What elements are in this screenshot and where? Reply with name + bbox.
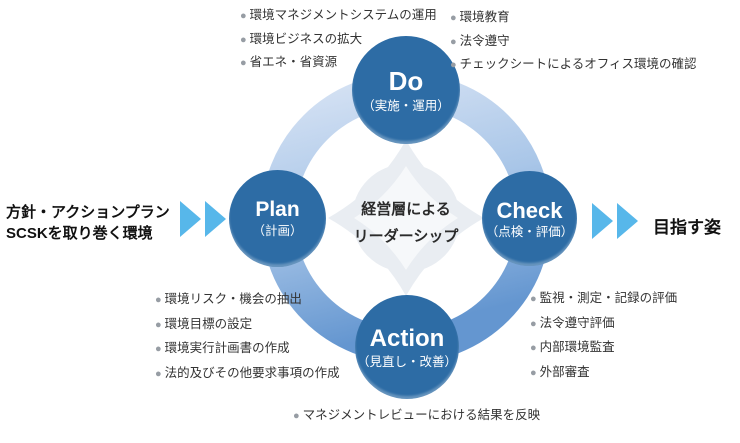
list-item: ●省エネ・省資源	[240, 51, 437, 75]
list-item: ●環境目標の設定	[155, 313, 340, 338]
leadership-compass-icon	[328, 140, 484, 296]
bullet-icon: ●	[530, 293, 537, 305]
list-item-text: 環境マネジメントシステムの運用	[249, 8, 437, 22]
list-item: ●内部環境監査	[530, 336, 677, 361]
bullet-icon: ●	[240, 57, 247, 69]
bullet-icon: ●	[240, 10, 247, 22]
list-item: ●環境実行計画書の作成	[155, 337, 340, 362]
list-item-text: マネジメントレビューにおける結果を反映	[302, 408, 541, 422]
bullet-icon: ●	[450, 59, 457, 71]
arrow-right-icon	[592, 203, 613, 239]
list-item: ●外部審査	[530, 361, 677, 386]
node-action-sublabel: （見直し・改善）	[356, 354, 457, 369]
list-item: ●法令遵守評価	[530, 312, 677, 337]
center-leadership-line2: リーダーシップ	[353, 228, 459, 245]
arrow-right-icon	[180, 201, 201, 237]
bullet-icon: ●	[450, 35, 457, 48]
check-items-list: ●監視・測定・記録の評価 ●法令遵守評価 ●内部環境監査 ●外部審査	[530, 287, 677, 385]
bullet-icon: ●	[155, 367, 162, 380]
node-do-label: Do	[388, 65, 424, 96]
node-do-sublabel: （実施・運用）	[362, 98, 450, 113]
list-item-text: 監視・測定・記録の評価	[539, 291, 678, 305]
bullet-icon: ●	[155, 343, 162, 355]
bullet-icon: ●	[530, 342, 537, 354]
list-item-text: 法的及びその他要求事項の作成	[164, 365, 340, 380]
list-item-text: 省エネ・省資源	[249, 55, 338, 69]
list-item: ●監視・測定・記録の評価	[530, 287, 677, 312]
input-label-line2: SCSKを取り巻く環境	[6, 225, 153, 242]
list-item-text: 環境教育	[459, 10, 510, 24]
center-leadership-line1: 経営層による	[361, 201, 451, 218]
list-item: ●環境教育	[450, 6, 697, 30]
pdca-node-do: Do （実施・運用）	[352, 36, 460, 144]
list-item-text: 環境目標の設定	[164, 316, 253, 331]
list-item-text: 外部審査	[539, 364, 590, 379]
list-item-text: 環境ビジネスの拡大	[249, 31, 363, 46]
bullet-icon: ●	[530, 317, 537, 330]
list-item-text: 環境リスク・機会の抽出	[164, 292, 302, 306]
node-plan-label: Plan	[255, 198, 300, 222]
node-check-sublabel: （点検・評価）	[485, 224, 574, 239]
list-item: ●環境マネジメントシステムの運用	[240, 4, 437, 28]
bullet-icon: ●	[450, 12, 457, 24]
pdca-node-plan: Plan （計画）	[229, 170, 326, 267]
list-item: ●法的及びその他要求事項の作成	[155, 362, 340, 387]
input-label-line1: 方針・アクションプラン	[6, 204, 170, 221]
list-item: ●チェックシートによるオフィス環境の確認	[450, 53, 697, 77]
list-item-text: 法令遵守	[459, 33, 510, 48]
do-items-right-list: ●環境教育 ●法令遵守 ●チェックシートによるオフィス環境の確認	[450, 6, 697, 77]
input-label: 方針・アクションプラン SCSKを取り巻く環境	[6, 202, 170, 244]
list-item-text: 内部環境監査	[539, 340, 615, 354]
center-leadership-label: 経営層による リーダーシップ	[354, 196, 459, 250]
list-item: ●環境ビジネスの拡大	[240, 28, 437, 52]
list-item-text: 法令遵守評価	[539, 315, 615, 330]
arrow-right-icon	[205, 201, 226, 237]
plan-items-list: ●環境リスク・機会の抽出 ●環境目標の設定 ●環境実行計画書の作成 ●法的及びそ…	[155, 288, 340, 386]
node-plan-sublabel: （計画）	[252, 224, 303, 239]
bullet-icon: ●	[530, 366, 537, 379]
pdca-node-check: Check （点検・評価）	[482, 171, 577, 266]
list-item-text: チェックシートによるオフィス環境の確認	[459, 57, 697, 71]
list-item-text: 環境実行計画書の作成	[164, 341, 290, 355]
list-item: ●環境リスク・機会の抽出	[155, 288, 340, 313]
action-items-list: ●マネジメントレビューにおける結果を反映	[293, 404, 540, 428]
node-action-label: Action	[369, 325, 445, 353]
arrow-right-icon	[617, 203, 638, 239]
goal-label: 目指す姿	[653, 218, 721, 237]
bullet-icon: ●	[155, 294, 162, 306]
node-check-label: Check	[496, 197, 563, 223]
list-item: ●法令遵守	[450, 30, 697, 54]
pdca-node-action: Action （見直し・改善）	[355, 295, 459, 399]
bullet-icon: ●	[240, 33, 247, 46]
list-item: ●マネジメントレビューにおける結果を反映	[293, 404, 540, 428]
bullet-icon: ●	[155, 318, 162, 331]
bullet-icon: ●	[293, 410, 300, 422]
do-items-left-list: ●環境マネジメントシステムの運用 ●環境ビジネスの拡大 ●省エネ・省資源	[240, 4, 437, 75]
